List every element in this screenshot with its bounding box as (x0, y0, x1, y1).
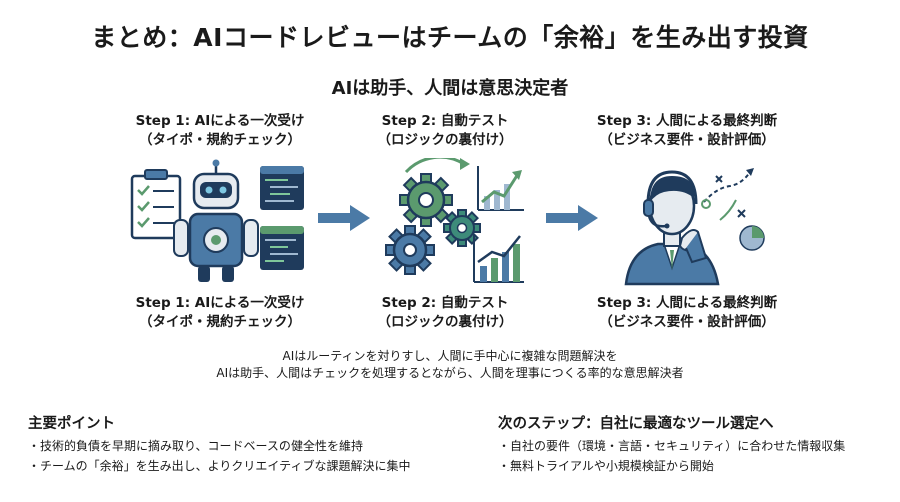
list-item: 技術的負債を早期に摘み取り、コードベースの健全性を維持 (28, 436, 410, 456)
step-3-label-top: Step 3: 人間による最終判断 （ビジネス要件・設計評価） (567, 112, 807, 150)
human-decision-maker-icon (624, 168, 765, 286)
gears-growth-chart-icon (385, 158, 524, 283)
next-steps-title: 次のステップ：自社に最適なツール選定へ (498, 416, 774, 432)
arrow-right-icon (318, 205, 370, 231)
step-1-detail: （タイポ・規約チェック） (139, 314, 301, 330)
ai-robot-code-review-icon (130, 159, 304, 282)
step-3-detail: （ビジネス要件・設計評価） (599, 314, 775, 330)
step-3-detail: （ビジネス要件・設計評価） (599, 132, 775, 148)
description-line: AIは助手、人間はチェックを処理するとながら、人間を理事につくる率的な意思解決者 (216, 366, 684, 380)
step-1-label-top: Step 1: AIによる一次受け （タイポ・規約チェック） (100, 112, 340, 150)
description-line: AIはルーティンを対りすし、人間に手中心に複雑な問題解決を (282, 349, 618, 363)
step-3-name: Step 3: 人間による最終判断 (596, 295, 778, 311)
step-2-name: Step 2: 自動テスト (381, 113, 509, 129)
list-item: 無料トライアルや小規模検証から開始 (498, 456, 845, 476)
step-1-name: Step 1: AIによる一次受け (135, 113, 305, 129)
step-2-detail: （ロジックの裏付け） (377, 132, 513, 148)
step-2-name: Step 2: 自動テスト (381, 295, 509, 311)
key-points-title: 主要ポイント (28, 416, 115, 432)
page-subtitle: AIは助手、人間は意思決定者 (331, 78, 569, 99)
arrow-right-icon (546, 205, 598, 231)
step-2-detail: （ロジックの裏付け） (377, 314, 513, 330)
step-1-label-bottom: Step 1: AIによる一次受け （タイポ・規約チェック） (100, 294, 340, 332)
step-1-name: Step 1: AIによる一次受け (135, 295, 305, 311)
step-1-detail: （タイポ・規約チェック） (139, 132, 301, 148)
list-item: 自社の要件（環境・言語・セキュリティ）に合わせた情報収集 (498, 436, 845, 456)
step-2-label-bottom: Step 2: 自動テスト （ロジックの裏付け） (325, 294, 565, 332)
next-steps-list: 自社の要件（環境・言語・セキュリティ）に合わせた情報収集 無料トライアルや小規模… (498, 436, 845, 476)
step-3-name: Step 3: 人間による最終判断 (596, 113, 778, 129)
description-text: AIはルーティンを対りすし、人間に手中心に複雑な問題解決を AIは助手、人間はチ… (0, 348, 900, 382)
page-title: まとめ：AIコードレビューはチームの「余裕」を生み出す投資 (91, 23, 809, 52)
step-3-label-bottom: Step 3: 人間による最終判断 （ビジネス要件・設計評価） (567, 294, 807, 332)
key-points-list: 技術的負債を早期に摘み取り、コードベースの健全性を維持 チームの「余裕」を生み出… (28, 436, 410, 476)
list-item: チームの「余裕」を生み出し、よりクリエイティブな課題解決に集中 (28, 456, 410, 476)
step-2-label-top: Step 2: 自動テスト （ロジックの裏付け） (325, 112, 565, 150)
